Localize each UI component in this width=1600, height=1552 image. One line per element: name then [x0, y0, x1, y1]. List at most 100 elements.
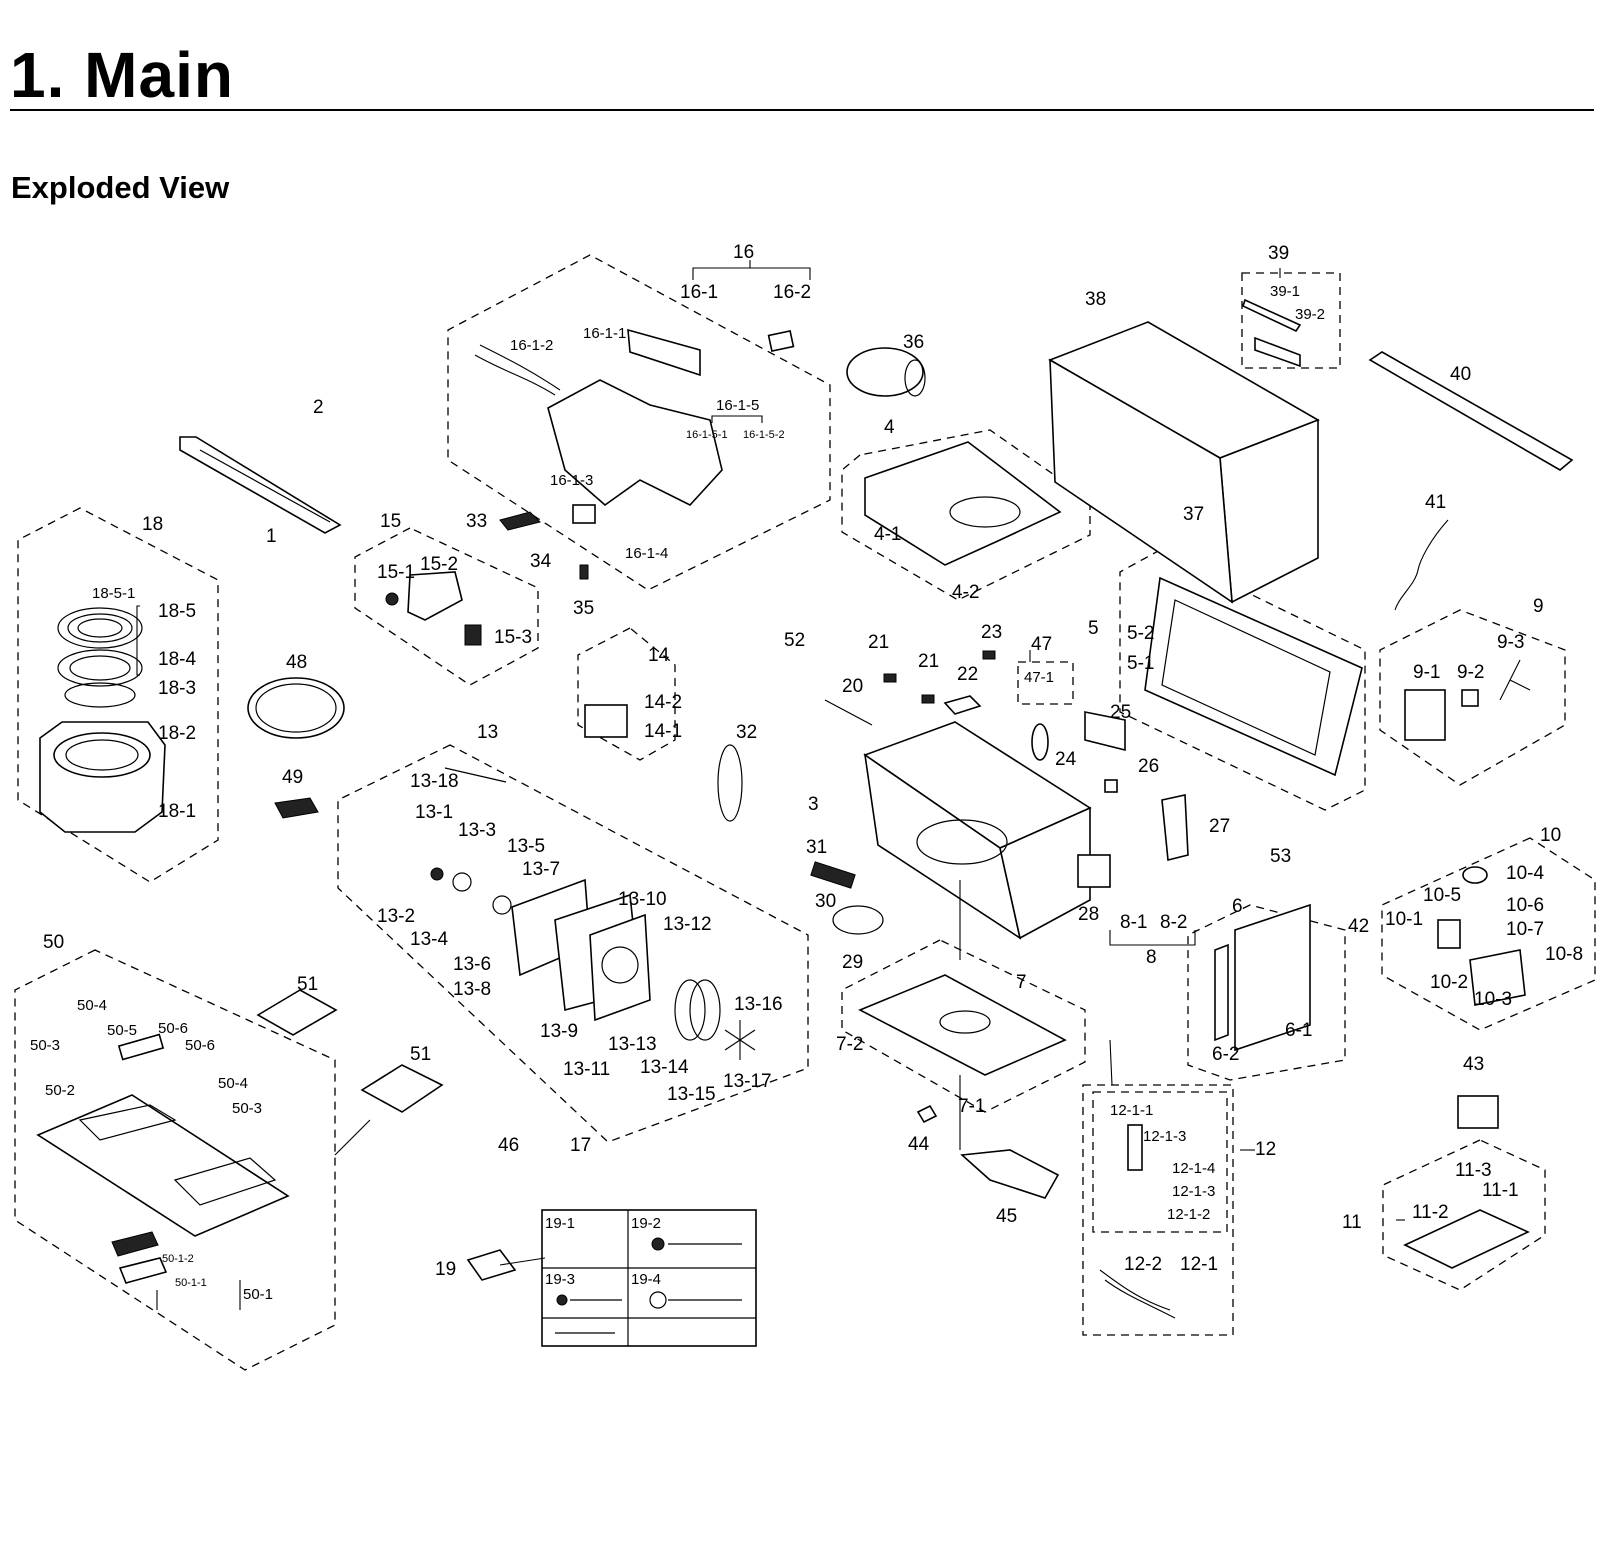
label-31: 31	[806, 837, 827, 858]
part-1-rail	[179, 436, 342, 534]
part-32-gasket	[717, 744, 743, 822]
label-10-2: 10-2	[1430, 972, 1468, 993]
label-51b: 51	[410, 1044, 431, 1065]
part-13-4-disc	[452, 872, 472, 892]
section-title: Exploded View	[11, 170, 230, 205]
label-22: 22	[957, 664, 978, 685]
part-18-3-ring	[64, 682, 136, 708]
label-27: 27	[1209, 816, 1230, 837]
group-39-outline	[1241, 272, 1341, 369]
label-18-5-1: 18-5-1	[92, 585, 135, 602]
part-35-clip	[579, 564, 589, 580]
label-40: 40	[1450, 364, 1471, 385]
label-11-2: 11-2	[1412, 1202, 1449, 1223]
label-50-3a: 50-3	[30, 1037, 60, 1054]
group-16-outline	[447, 254, 831, 591]
label-16-1-4: 16-1-4	[625, 545, 668, 562]
part-49-filter	[274, 797, 319, 819]
label-13-10: 13-10	[618, 889, 667, 910]
label-48: 48	[286, 652, 307, 673]
part-10-4-motor	[1462, 866, 1488, 884]
part-51a-filter	[256, 989, 338, 1036]
label-2: 2	[313, 397, 324, 418]
part-48-tray	[247, 677, 345, 739]
part-23-sensor	[982, 650, 996, 660]
label-50-4a: 50-4	[77, 997, 107, 1014]
label-13-16: 13-16	[734, 994, 783, 1015]
group-11-outline	[1382, 1139, 1546, 1291]
label-24: 24	[1055, 749, 1077, 770]
label-12: 12	[1255, 1139, 1276, 1160]
label-13-4: 13-4	[410, 929, 448, 950]
label-50-5: 50-5	[107, 1022, 137, 1039]
part-39-2-holder	[1254, 336, 1301, 368]
label-6-1: 6-1	[1285, 1020, 1312, 1041]
part-7-base-plate	[858, 974, 1067, 1076]
label-42: 42	[1348, 916, 1369, 937]
label-13-2: 13-2	[377, 906, 415, 927]
label-19: 19	[435, 1259, 456, 1280]
part-13-18-rod	[444, 767, 507, 783]
part-28-magnetron	[1077, 854, 1111, 888]
label-18-5: 18-5	[158, 601, 196, 622]
label-13: 13	[477, 722, 498, 743]
label-34: 34	[530, 551, 552, 572]
label-5: 5	[1088, 618, 1099, 639]
label-23: 23	[981, 622, 1002, 643]
label-6: 6	[1232, 896, 1243, 917]
label-13-11: 13-11	[563, 1059, 610, 1080]
label-16-2: 16-2	[773, 282, 811, 303]
label-39-2: 39-2	[1295, 306, 1325, 323]
label-16-1-5-2: 16-1-5-2	[743, 429, 785, 441]
label-10: 10	[1540, 825, 1561, 846]
label-13-3: 13-3	[458, 820, 496, 841]
label-46: 46	[498, 1135, 519, 1156]
label-9: 9	[1533, 596, 1544, 617]
label-18-2: 18-2	[158, 723, 196, 744]
label-50-4b: 50-4	[218, 1075, 248, 1092]
label-9-2: 9-2	[1457, 662, 1484, 683]
part-27-guide	[1161, 794, 1189, 862]
part-6-board	[1234, 903, 1311, 1052]
label-9-1: 9-1	[1413, 662, 1440, 683]
label-4: 4	[884, 417, 895, 438]
part-41-power-cord	[1394, 519, 1449, 611]
label-16-1-5: 16-1-5	[716, 397, 759, 414]
label-18-4: 18-4	[158, 649, 196, 670]
part-19-card	[466, 1249, 517, 1281]
label-10-4: 10-4	[1506, 863, 1544, 884]
label-15-3: 15-3	[494, 627, 532, 648]
label-15-2: 15-2	[420, 554, 458, 575]
part-13-17-fan-blades	[724, 1020, 756, 1060]
label-37: 37	[1183, 504, 1204, 525]
label-17: 17	[570, 1135, 591, 1156]
part-16-2-plate	[767, 329, 795, 353]
label-10-6: 10-6	[1506, 895, 1544, 916]
part-50-1-2-filter	[111, 1231, 159, 1257]
label-13-17: 13-17	[723, 1071, 772, 1092]
part-13-1-gear	[430, 867, 444, 881]
part-45-bracket	[960, 1149, 1060, 1199]
label-51a: 51	[297, 974, 318, 995]
group-15-outline	[354, 527, 539, 686]
part-13-6-wheel	[492, 895, 512, 915]
part-18-4-coil	[57, 649, 143, 687]
label-13-9: 13-9	[540, 1021, 578, 1042]
part-50-2-hood-panel	[36, 1094, 290, 1237]
label-7: 7	[1016, 972, 1027, 993]
label-44: 44	[908, 1134, 930, 1155]
part-11-1-tray	[1403, 1209, 1530, 1269]
part-15-3-switch	[464, 624, 482, 646]
part-50-5-light	[117, 1033, 165, 1061]
label-21b: 21	[918, 651, 939, 672]
title-divider	[10, 109, 1594, 111]
part-16-1-3-holder	[572, 504, 596, 524]
part-20-rod	[824, 699, 873, 726]
label-13-6: 13-6	[453, 954, 491, 975]
part-4-plate	[864, 441, 1062, 566]
group-13-outline	[337, 744, 809, 1143]
label-50-6b: 50-6	[185, 1037, 215, 1054]
label-4-2: 4-2	[952, 582, 979, 603]
label-12-1: 12-1	[1180, 1254, 1218, 1275]
part-39-1-strip	[1242, 298, 1302, 333]
